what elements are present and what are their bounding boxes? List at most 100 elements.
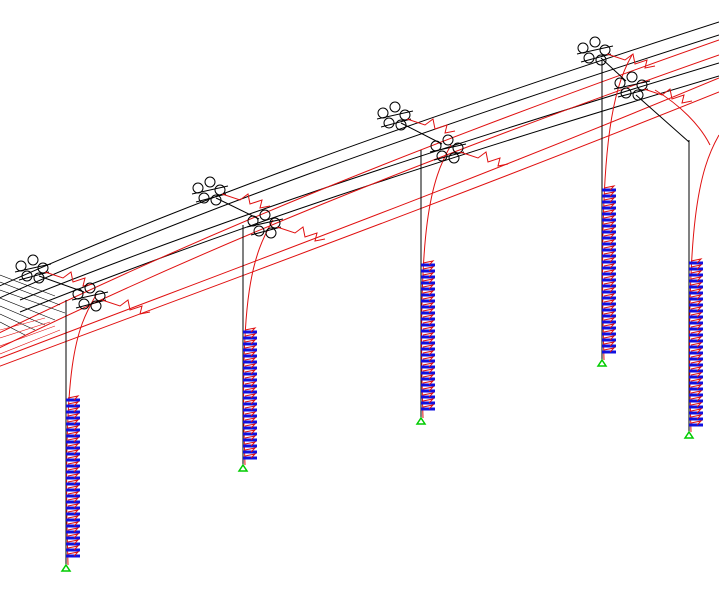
load-arrow-icon [67, 491, 80, 497]
deformed-line-4 [0, 91, 719, 367]
load-arrow-icon [690, 294, 703, 300]
load-arrow-icon [244, 339, 257, 345]
load-arrow-icon [603, 221, 616, 227]
bearing-axis [617, 88, 649, 98]
pier-5[interactable] [683, 134, 719, 439]
load-arrow-icon [603, 203, 616, 209]
pier-deformed [421, 144, 452, 419]
load-arrow-icon [422, 344, 435, 350]
load-arrow-icon [603, 269, 616, 275]
deformed-line-1 [0, 39, 719, 334]
load-arrow-icon [603, 299, 616, 305]
deformed-zigzag [221, 193, 271, 209]
load-arrow-icon [244, 453, 257, 459]
load-arrow-icon [67, 437, 80, 443]
load-arrow-icon [690, 372, 703, 378]
load-arrow-icon [67, 551, 80, 557]
pier-4[interactable] [596, 54, 633, 367]
load-arrow-icon [67, 449, 80, 455]
bearing-icon [448, 152, 460, 164]
load-arrow-icon [422, 392, 435, 398]
deformed-zigzag [606, 53, 656, 69]
load-arrow-icon [690, 306, 703, 312]
bearing-axis [429, 143, 467, 153]
load-arrow-icon [690, 342, 703, 348]
girder-line-2 [0, 34, 719, 299]
load-arrow-icon [603, 251, 616, 257]
load-arrow-icon [244, 411, 257, 417]
load-arrow-icon [244, 417, 257, 423]
deformed-zigzag [276, 226, 326, 242]
bearing-icon [265, 227, 277, 239]
load-arrow-icon [422, 332, 435, 338]
pier-3[interactable] [400, 122, 452, 425]
support-icon [415, 416, 427, 425]
deformed-line-3 [0, 77, 719, 359]
girder-deformed [0, 39, 719, 367]
pier-loads [243, 327, 257, 460]
load-arrow-icon [690, 270, 703, 276]
load-arrow-icon [422, 302, 435, 308]
bearing-axis [380, 118, 412, 128]
girder-end-hatch-deformed [0, 317, 61, 355]
bearing-icon [21, 270, 33, 282]
load-arrow-icon [690, 390, 703, 396]
load-arrow-icon [422, 362, 435, 368]
bearing-icon [389, 101, 401, 113]
load-arrow-icon [690, 402, 703, 408]
bearing-icon [94, 290, 106, 302]
load-arrow-icon [67, 539, 80, 545]
girder-line-3 [19, 62, 719, 301]
load-arrow-icon [244, 441, 257, 447]
load-arrow-icon [422, 296, 435, 302]
load-arrow-icon [67, 533, 80, 539]
support-icon [60, 563, 72, 572]
support-icon [237, 463, 249, 472]
load-arrow-icon [67, 545, 80, 551]
load-arrow-icon [67, 467, 80, 473]
load-arrow-icon [244, 423, 257, 429]
load-arrow-icon [67, 503, 80, 509]
load-arrow-icon [67, 413, 80, 419]
load-arrow-icon [690, 288, 703, 294]
load-arrow-icon [67, 521, 80, 527]
bearing-icon [395, 119, 407, 131]
load-arrow-icon [690, 300, 703, 306]
bearing-icon [399, 109, 411, 121]
load-arrow-icon [690, 420, 703, 426]
pier-1[interactable] [38, 275, 97, 572]
load-arrow-icon [690, 414, 703, 420]
pier-loads [66, 395, 80, 558]
girder-line-4 [19, 75, 719, 313]
load-arrow-icon [67, 527, 80, 533]
load-arrow-icon [244, 435, 257, 441]
load-arrow-icon [422, 386, 435, 392]
pier-cap-beam [400, 122, 443, 145]
load-arrow-icon [690, 276, 703, 282]
bearing-icon [620, 87, 632, 99]
load-arrow-icon [690, 408, 703, 414]
pier-2[interactable] [215, 197, 274, 472]
bearing-axis [376, 110, 414, 120]
load-arrow-icon [690, 384, 703, 390]
load-arrow-icon [422, 380, 435, 386]
bearing-axis [191, 185, 229, 195]
bearing-icon [78, 298, 90, 310]
load-arrow-icon [67, 443, 80, 449]
bearing-icon [636, 79, 648, 91]
bearing-icon [27, 254, 39, 266]
pier-loads [602, 185, 616, 354]
load-arrow-icon [422, 368, 435, 374]
load-arrow-icon [603, 281, 616, 287]
load-arrow-icon [603, 275, 616, 281]
pier-cap-bearing [14, 254, 94, 287]
pier-cap-bearing [246, 209, 326, 242]
load-arrow-icon [422, 284, 435, 290]
load-arrow-icon [603, 185, 616, 191]
bearing-axis [250, 226, 282, 236]
load-arrow-icon [603, 215, 616, 221]
bearing-icon [33, 272, 45, 284]
load-arrow-icon [603, 293, 616, 299]
